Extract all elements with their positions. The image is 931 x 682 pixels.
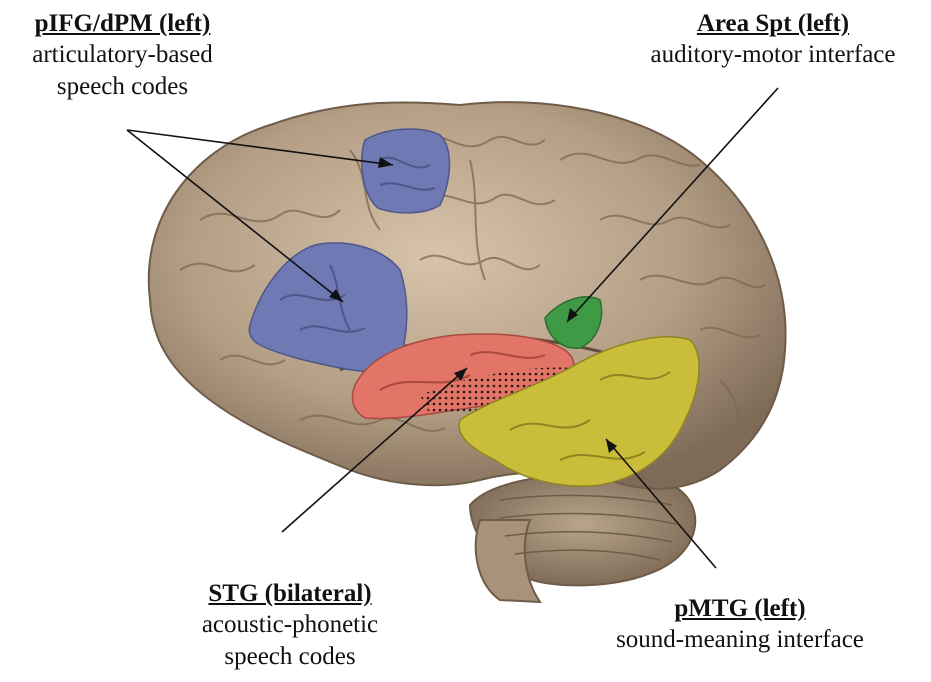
pifg-dpm-region-upper [362,129,450,213]
stg-desc-line2: speech codes [170,641,410,672]
area-spt-title: Area Spt (left) [620,8,926,39]
area-spt-desc: auditory-motor interface [620,39,926,70]
label-pifg-dpm: pIFG/dPM (left) articulatory-based speec… [0,8,245,102]
label-pmtg: pMTG (left) sound-meaning interface [585,593,895,656]
pifg-dpm-title: pIFG/dPM (left) [0,8,245,39]
stg-desc-line1: acoustic-phonetic [170,609,410,640]
label-stg: STG (bilateral) acoustic-phonetic speech… [170,578,410,672]
pmtg-desc: sound-meaning interface [585,624,895,655]
pifg-dpm-desc-line2: speech codes [0,71,245,102]
stg-title: STG (bilateral) [170,578,410,609]
pmtg-title: pMTG (left) [585,593,895,624]
pifg-dpm-desc-line1: articulatory-based [0,39,245,70]
label-area-spt: Area Spt (left) auditory-motor interface [620,8,926,71]
